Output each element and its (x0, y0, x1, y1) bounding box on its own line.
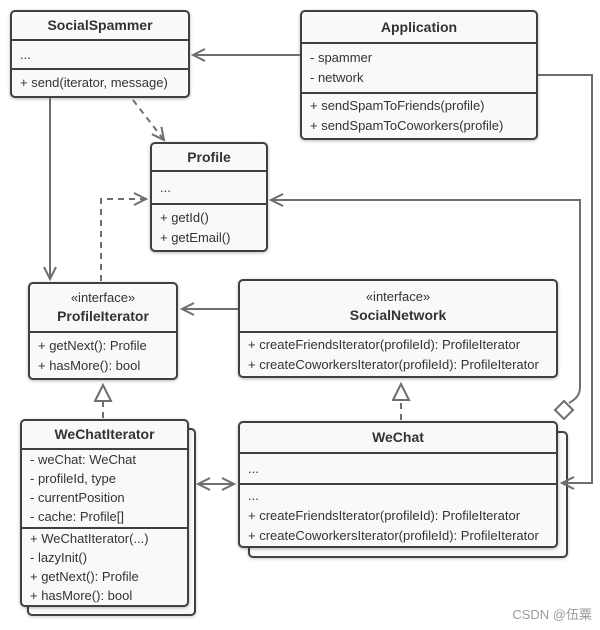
rel-socialspammer-to-profile-dependency (132, 99, 166, 142)
class-method: - lazyInit() (30, 550, 88, 565)
rel-profileiterator-to-profile-dependency (100, 192, 149, 281)
class-method: + getNext(): Profile (30, 569, 139, 584)
class-title: Application (380, 18, 458, 35)
class-title: WeChat (372, 429, 424, 445)
class-method: + createFriendsIterator(profileId): Prof… (248, 336, 521, 352)
class-attribute: - profileId, type (30, 471, 116, 487)
class-box-wechat: WeChat ... ... + createFriendsIterator(p… (238, 421, 558, 548)
class-method: + WeChatIterator(...) (30, 531, 149, 546)
class-method: + getEmail() (160, 229, 231, 245)
class-method: + sendSpamToCoworkers(profile) (310, 118, 504, 133)
class-method: + send(iterator, message) (20, 75, 168, 90)
stereotype-label: «interface» (70, 290, 136, 305)
class-title: Profile (187, 148, 231, 165)
class-method: + getId() (160, 209, 209, 225)
class-member: ... (20, 46, 31, 62)
class-attribute: - network (310, 70, 364, 85)
class-box-profileiterator: «interface» ProfileIterator + getNext():… (28, 282, 178, 380)
class-attribute: - weChat: WeChat (30, 452, 136, 468)
class-box-profile: Profile ... + getId() + getEmail() (150, 142, 268, 252)
class-box-wechatiterator: WeChatIterator - weChat: WeChat - profil… (20, 419, 189, 607)
class-method: + hasMore(): bool (30, 588, 133, 603)
aggregation-diamond-icon (553, 399, 575, 421)
class-title: SocialSpammer (47, 17, 153, 33)
class-method: + createCoworkersIterator(profileId): Pr… (248, 356, 539, 372)
class-member: ... (248, 460, 259, 476)
class-box-socialspammer: SocialSpammer ... + send(iterator, messa… (10, 10, 190, 98)
class-title: «interface» ProfileIterator (30, 284, 176, 331)
class-method: + createCoworkersIterator(profileId): Pr… (248, 527, 539, 543)
class-attribute: - currentPosition (30, 490, 125, 506)
class-method: + hasMore(): bool (38, 357, 141, 373)
class-method: + sendSpamToFriends(profile) (310, 98, 485, 113)
stereotype-label: «interface» (365, 288, 431, 304)
class-title: WeChatIterator (54, 425, 155, 442)
class-title: «interface» SocialNetwork (240, 281, 556, 331)
class-attribute: - spammer (310, 50, 373, 65)
interface-name: SocialNetwork (349, 306, 447, 323)
interface-name: ProfileIterator (57, 308, 149, 324)
class-method: ... (248, 487, 259, 503)
class-box-application: Application - spammer - network + sendSp… (300, 10, 538, 140)
class-box-socialnetwork: «interface» SocialNetwork + createFriend… (238, 279, 558, 378)
watermark: CSDN @伍粟 (512, 607, 592, 622)
class-method: + createFriendsIterator(profileId): Prof… (248, 507, 521, 523)
class-member: ... (160, 179, 171, 195)
class-attribute: - cache: Profile[] (30, 509, 124, 525)
class-method: + getNext(): Profile (38, 337, 147, 353)
